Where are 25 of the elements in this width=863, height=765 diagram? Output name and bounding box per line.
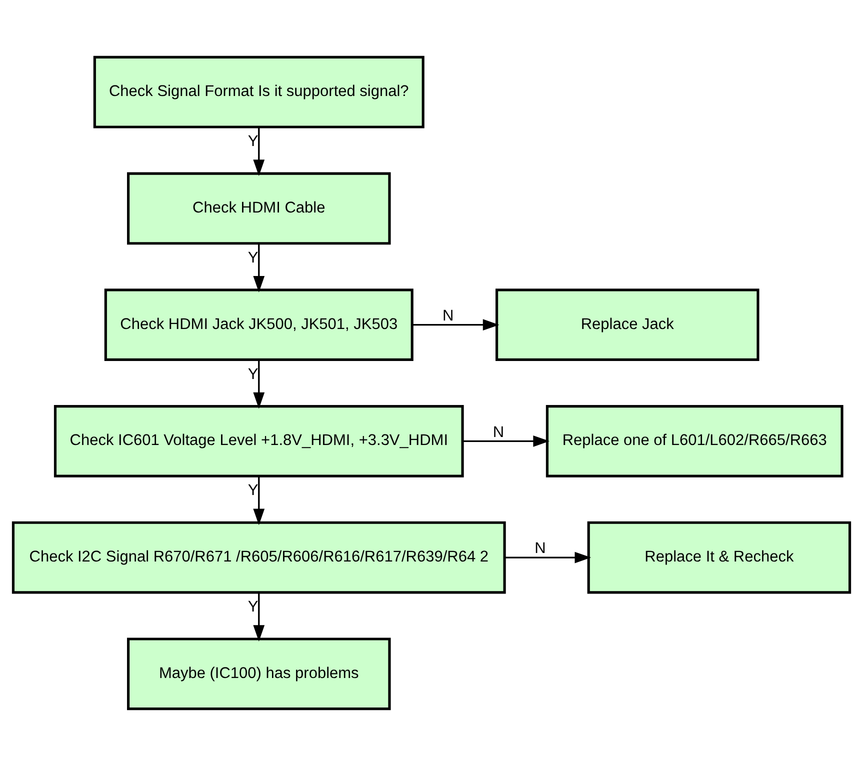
node-box: Check HDMI Jack JK500, JK501, JK503: [104, 288, 414, 361]
node-box: Check Signal Format Is it supported signal?: [93, 55, 424, 128]
node-box: Check HDMI Cable: [127, 172, 391, 244]
node-box: Check IC601 Voltage Level +1.8V_HDMI, +3.3V_HDMI: [54, 404, 464, 477]
edge-label: Y: [248, 132, 258, 150]
arrow: [253, 360, 265, 408]
arrow: [253, 243, 265, 292]
arrow: [462, 434, 550, 446]
node-box: Maybe (IC100) has problems: [127, 637, 391, 710]
node-box: Replace one of L601/L602/R665/R663: [546, 404, 844, 477]
node-box: Replace Jack: [496, 288, 760, 361]
edge-label: Y: [248, 482, 258, 499]
edge-label: N: [492, 423, 504, 440]
node-box: Check I2C Signal R670/R671 /R605/R606/R616/R617/R639/R64 2: [12, 520, 506, 594]
node-box: Replace It & Recheck: [587, 520, 852, 594]
edge-label: Y: [248, 365, 258, 382]
edge-label: Y: [248, 248, 258, 266]
arrow: [504, 551, 592, 563]
edge-label: N: [442, 306, 454, 324]
arrow: [253, 127, 265, 176]
arrow: [412, 318, 500, 330]
arrow: [253, 592, 265, 641]
arrow: [253, 476, 265, 525]
edge-label: N: [534, 540, 546, 557]
edge-label: Y: [248, 598, 258, 616]
